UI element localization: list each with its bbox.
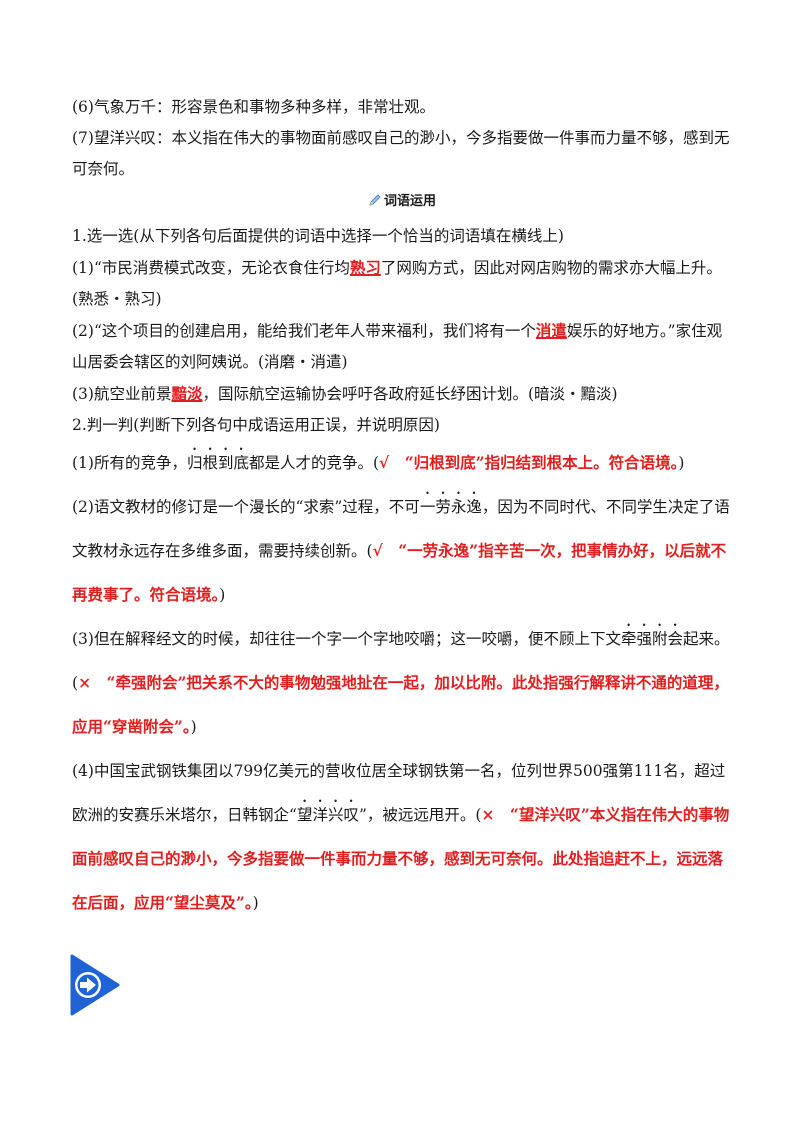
answer-explanation: × “牵强附会”把关系不大的事物勉强地扯在一起，加以比附。此处指强行解释讲不通的… <box>72 673 729 736</box>
definition-7: (7)望洋兴叹：本义指在伟大的事物面前感叹自己的渺小，今多指要做一件事而力量不够… <box>72 129 730 178</box>
q2-item-1: (1)所有的竞争，归根到底都是人才的竞争。(√ “归根到底”指归结到根本上。符合… <box>72 453 685 472</box>
q1-item-1: (1)“市民消费模式改变，无论衣食住行均熟习了网购方式，因此对网店购物的需求亦大… <box>72 258 722 308</box>
q1-item-3: (3)航空业前景黯淡，国际航空运输协会呼吁各政府延长纾困计划。(暗淡・黯淡) <box>72 384 618 403</box>
q2-item-3: (3)但在解释经文的时候，却往往一个字一个字地咬嚼；这一咬嚼，便不顾上下文牵强附… <box>72 630 730 736</box>
document-body: (6)气象万千：形容景色和事物多种多样，非常壮观。 (7)望洋兴叹：本义指在伟大… <box>72 92 732 925</box>
pencil-icon <box>368 189 382 219</box>
section-title-text: 词语运用 <box>383 194 436 209</box>
answer-blank: 消遣 <box>535 321 567 340</box>
emphasized-idiom: 望洋兴叹 <box>296 806 359 824</box>
q2-item-2: (2)语文教材的修订是一个漫长的“求索”过程，不可一劳永逸，因为不同时代、不同学… <box>72 498 730 604</box>
q1-item-2: (2)“这个项目的创建启用，能给我们老年人带来福利，我们将有一个消遣娱乐的好地方… <box>72 321 723 371</box>
answer-explanation: √ “归根到底”指归结到根本上。符合语境。 <box>379 453 679 472</box>
answer-explanation: × “望洋兴叹”本义指在伟大的事物面前感叹自己的渺小，今多指要做一件事而力量不够… <box>72 805 730 912</box>
q2-item-4: (4)中国宝武钢铁集团以799亿美元的营收位居全球钢铁第一名，位列世界500强第… <box>72 762 730 912</box>
section-title: 词语运用 <box>72 187 732 219</box>
next-page-button[interactable] <box>70 954 120 1016</box>
emphasized-idiom: 牵强附会 <box>620 630 683 648</box>
emphasized-idiom: 归根到底 <box>186 454 249 472</box>
definition-6: (6)气象万千：形容景色和事物多种多样，非常壮观。 <box>72 98 435 116</box>
answer-blank: 黯淡 <box>171 384 203 403</box>
answer-explanation: √ “一劳永逸”指辛苦一次，把事情办好，以后就不再费事了。符合语境。 <box>72 541 727 604</box>
emphasized-idiom: 一劳永逸 <box>419 498 482 516</box>
next-arrow-icon <box>70 954 120 1016</box>
q2-heading: 2.判一判(判断下列各句中成语运用正误，并说明原因) <box>72 416 440 434</box>
answer-blank: 熟习 <box>349 258 381 277</box>
q1-heading: 1.选一选(从下列各句后面提供的词语中选择一个恰当的词语填在横线上) <box>72 227 564 245</box>
